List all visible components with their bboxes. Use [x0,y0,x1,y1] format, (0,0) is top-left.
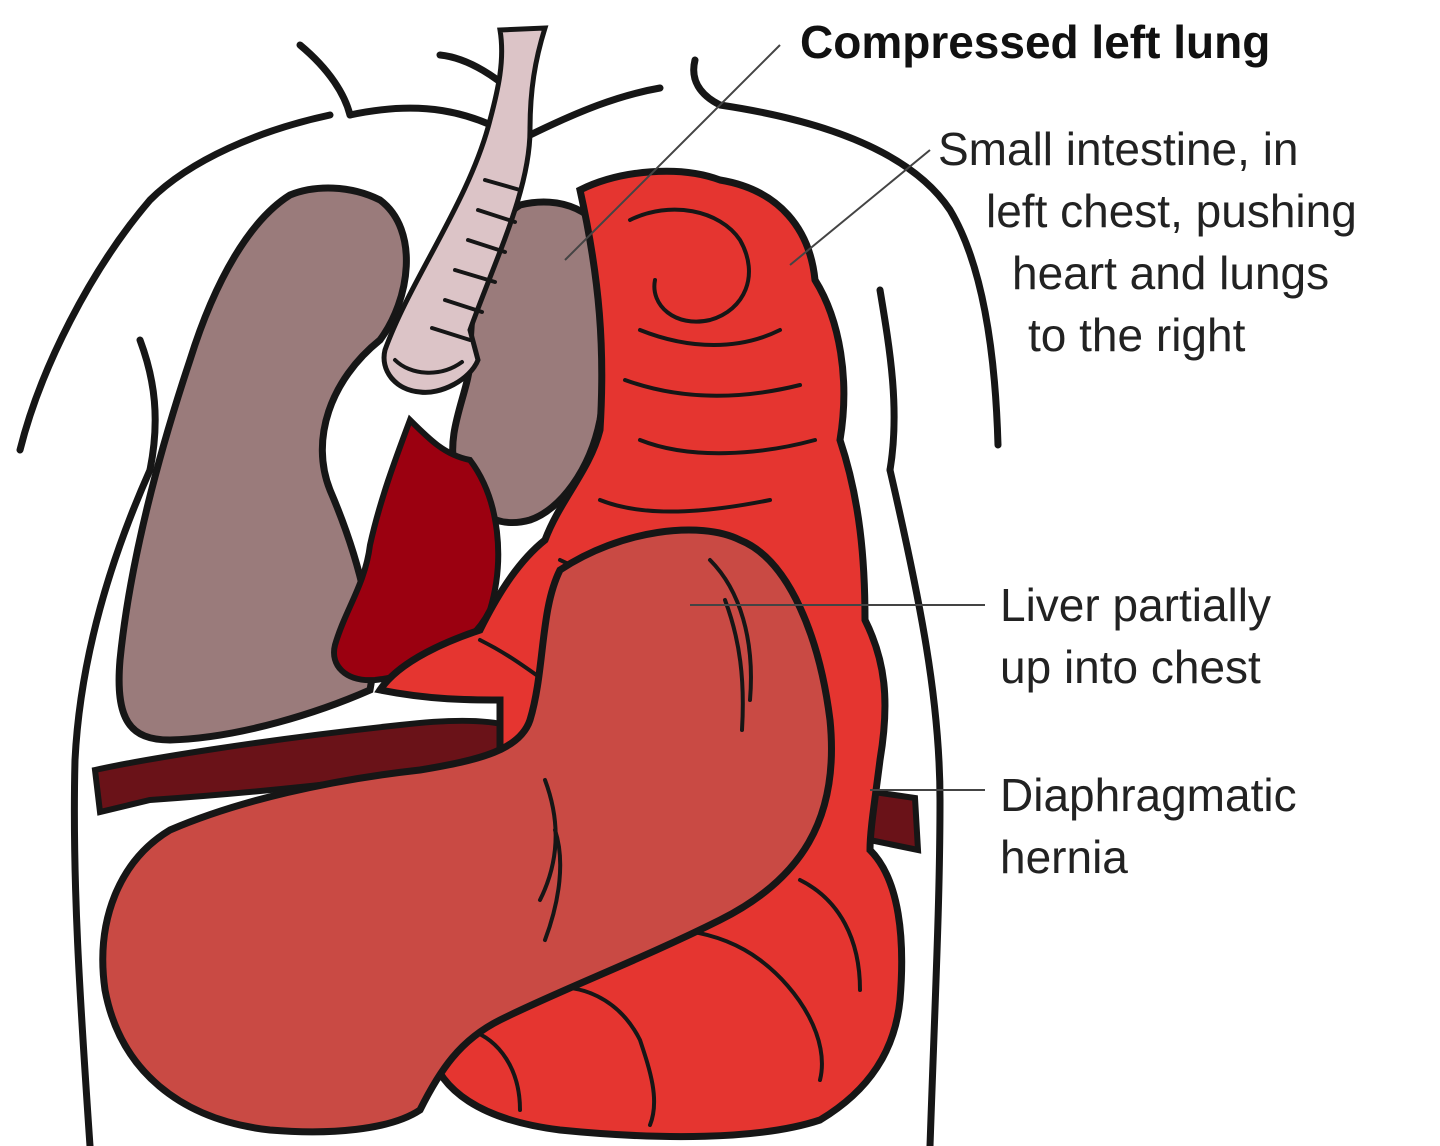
liver-label-line: up into chest [1000,641,1261,693]
liver [99,526,835,1136]
trachea [381,25,549,395]
intestine-label-line: heart and lungs [1012,247,1330,299]
lung-leader-line [564,44,781,261]
right-lung [115,184,410,744]
heart [331,414,502,684]
intestine-label-line: Small intestine, in [938,123,1299,175]
intestine-label-line: left chest, pushing [986,185,1357,237]
small-intestine-label: Small intestine, in left chest, pushing … [938,118,1357,366]
hernia-label-line: Diaphragmatic [1000,769,1297,821]
diaphragmatic-hernia-label: Diaphragmatic hernia [1000,764,1297,888]
lung-label-line: Compressed left lung [800,16,1271,68]
liver-label-line: Liver partially [1000,579,1271,631]
intestine-leader-line [789,149,931,266]
intestine-label-line: to the right [1028,309,1246,361]
compressed-left-lung-label: Compressed left lung [800,12,1270,72]
liver-label: Liver partially up into chest [1000,574,1271,698]
leader-lines [564,44,985,791]
hernia-label-line: hernia [1000,831,1128,883]
